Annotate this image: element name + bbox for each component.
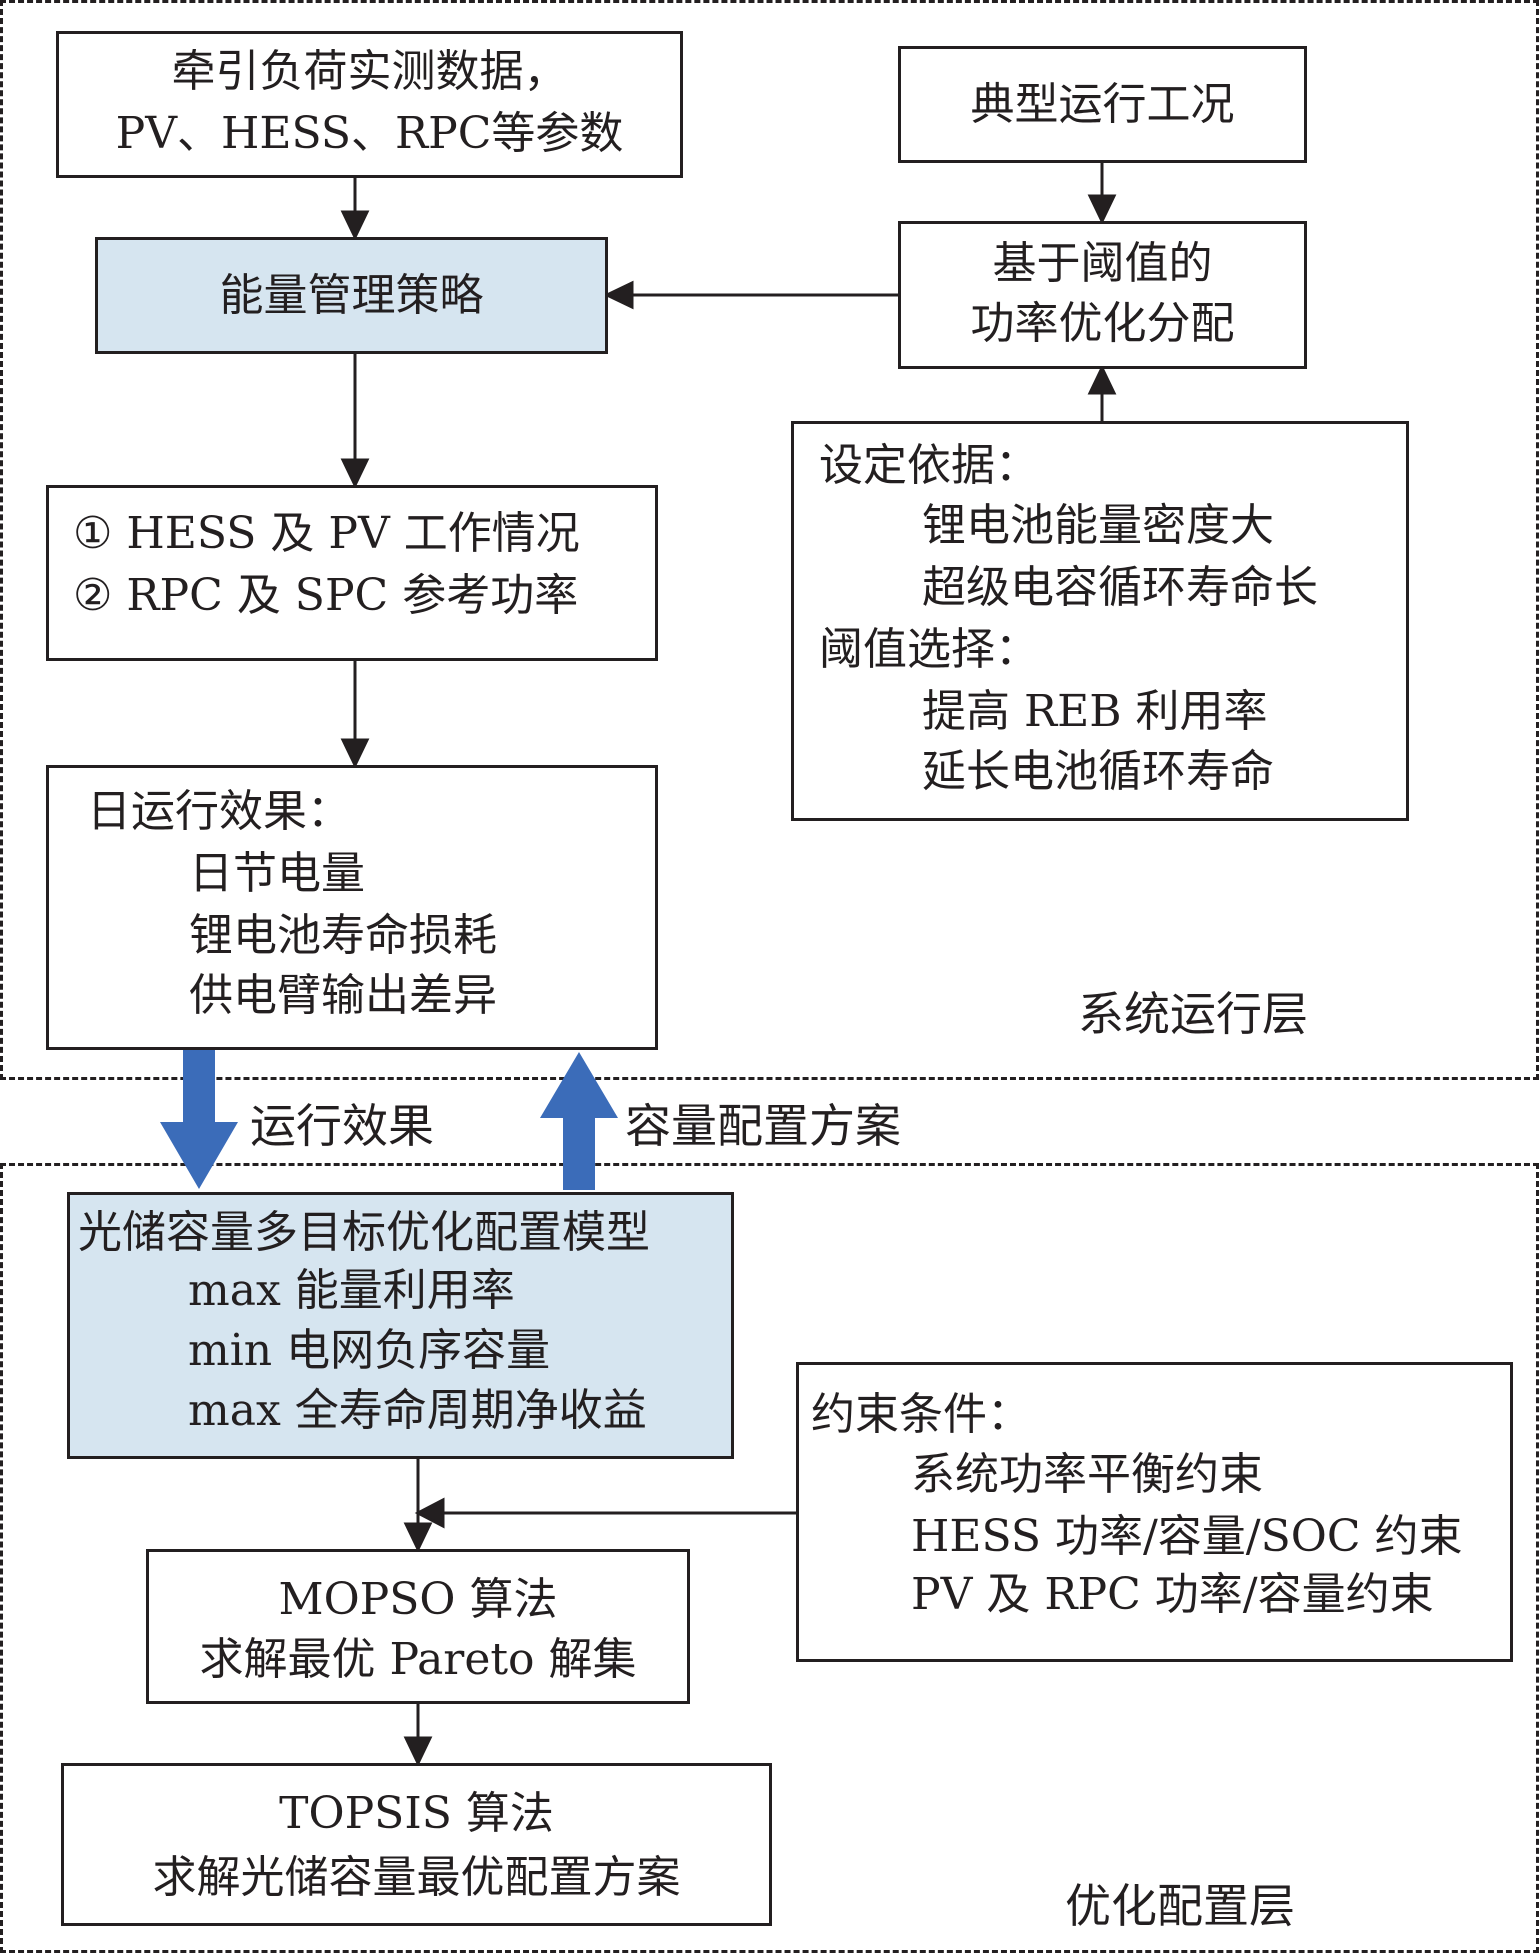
typical-conditions-box: 典型运行工况 [898, 46, 1307, 163]
constraints-box: 约束条件： 系统功率平衡约束 HESS 功率/容量/SOC 约束 PV 及 RP… [796, 1362, 1513, 1662]
typical-label: 典型运行工况 [970, 79, 1235, 130]
mopso-box: MOPSO 算法 求解最优 Pareto 解集 [146, 1549, 690, 1704]
daily-item: 供电臂输出差异 [189, 970, 497, 1021]
threshold-allocation-box: 基于阈值的 功率优化分配 [898, 221, 1307, 369]
mopso-line-1: MOPSO 算法 [278, 1574, 558, 1625]
system-layer-label: 系统运行层 [1078, 987, 1308, 1041]
daily-heading: 日运行效果： [87, 786, 351, 837]
status-line-1: ① HESS 及 PV 工作情况 [73, 508, 580, 559]
arrowhead [403, 1522, 433, 1553]
arrowhead [340, 210, 370, 241]
daily-item: 日节电量 [189, 848, 365, 899]
energy-management-strategy-box: 能量管理策略 [95, 237, 608, 354]
basis-item: 锂电池能量密度大 [922, 500, 1274, 551]
topsis-line-1: TOPSIS 算法 [279, 1788, 554, 1839]
basis-heading-2: 阈值选择： [819, 624, 1039, 675]
arrowhead [340, 458, 370, 489]
objective-item: max 全寿命周期净收益 [188, 1385, 647, 1436]
operation-effect-arrow [160, 1050, 238, 1189]
topsis-box: TOPSIS 算法 求解光储容量最优配置方案 [61, 1763, 772, 1926]
basis-item: 延长电池循环寿命 [922, 746, 1274, 797]
mopso-line-2: 求解最优 Pareto 解集 [199, 1634, 637, 1685]
basis-box: 设定依据： 锂电池能量密度大 超级电容循环寿命长 阈值选择： 提高 REB 利用… [791, 421, 1409, 821]
constraint-item: 系统功率平衡约束 [911, 1449, 1263, 1500]
arrowhead [1087, 364, 1117, 395]
optimization-layer-label: 优化配置层 [1065, 1879, 1295, 1933]
model-title: 光储容量多目标优化配置模型 [78, 1207, 650, 1258]
basis-item: 超级电容循环寿命长 [922, 562, 1318, 613]
optimization-layer [0, 1163, 1539, 1953]
topsis-line-2: 求解光储容量最优配置方案 [152, 1852, 681, 1903]
basis-item: 提高 REB 利用率 [922, 686, 1268, 737]
daily-item: 锂电池寿命损耗 [189, 910, 497, 961]
basis-heading-1: 设定依据： [819, 440, 1039, 491]
objective-item: min 电网负序容量 [188, 1325, 551, 1376]
ems-label: 能量管理策略 [219, 270, 484, 321]
arrowhead [403, 1736, 433, 1767]
status-box: ① HESS 及 PV 工作情况 ② RPC 及 SPC 参考功率 [46, 485, 658, 661]
operation-effect-label: 运行效果 [250, 1099, 434, 1153]
arrowhead [1087, 194, 1117, 225]
arrowhead [414, 1497, 445, 1529]
inputs-box: 牵引负荷实测数据， PV、HESS、RPC等参数 [56, 31, 683, 178]
capacity-scheme-arrow [540, 1052, 618, 1190]
threshold-line-1: 基于阈值的 [992, 238, 1213, 289]
inputs-line-2: PV、HESS、RPC等参数 [115, 108, 624, 159]
constraint-item: PV 及 RPC 功率/容量约束 [911, 1569, 1434, 1620]
inputs-line-1: 牵引负荷实测数据， [171, 46, 568, 97]
constraint-item: HESS 功率/容量/SOC 约束 [911, 1511, 1463, 1562]
arrowhead [603, 280, 634, 310]
constraints-heading: 约束条件： [811, 1389, 1031, 1440]
objective-item: max 能量利用率 [188, 1265, 515, 1316]
capacity-scheme-label: 容量配置方案 [625, 1099, 901, 1153]
daily-effect-box: 日运行效果： 日节电量 锂电池寿命损耗 供电臂输出差异 [46, 765, 658, 1050]
status-line-2: ② RPC 及 SPC 参考功率 [73, 570, 579, 621]
system-operation-layer [0, 0, 1539, 1080]
multi-objective-model-box: 光储容量多目标优化配置模型 max 能量利用率 min 电网负序容量 max 全… [67, 1192, 734, 1459]
threshold-line-2: 功率优化分配 [970, 298, 1235, 349]
arrowhead [340, 738, 370, 769]
